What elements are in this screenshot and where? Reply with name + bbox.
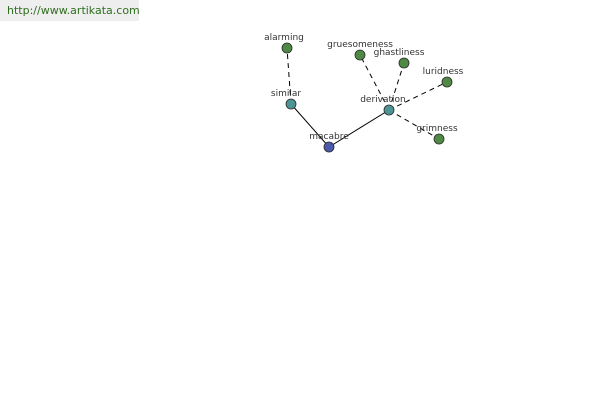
node-marker-similar[interactable] <box>285 98 297 110</box>
node-label-luridness[interactable]: luridness <box>423 67 464 77</box>
node-ghastliness[interactable]: ghastliness <box>374 48 425 69</box>
node-similar[interactable]: similar <box>271 89 301 110</box>
node-marker-grimness[interactable] <box>433 133 445 145</box>
node-marker-gruesomeness[interactable] <box>354 49 366 61</box>
node-derivation[interactable]: derivation <box>360 95 406 116</box>
edge-similar-alarming <box>286 47 292 105</box>
node-label-similar[interactable]: similar <box>271 89 301 99</box>
node-alarming[interactable]: alarming <box>264 33 304 54</box>
node-marker-ghastliness[interactable] <box>398 57 410 69</box>
node-label-macabre[interactable]: macabre <box>309 132 349 142</box>
node-label-alarming[interactable]: alarming <box>264 33 304 43</box>
node-label-grimness[interactable]: grimness <box>416 124 458 134</box>
url-banner: http://www.artikata.com <box>0 0 140 21</box>
node-marker-derivation[interactable] <box>383 104 395 116</box>
node-marker-luridness[interactable] <box>441 76 453 88</box>
node-label-gruesomeness[interactable]: gruesomeness <box>327 40 393 50</box>
graph-edges <box>286 47 448 148</box>
node-marker-alarming[interactable] <box>281 42 293 54</box>
site-url-link[interactable]: http://www.artikata.com <box>7 4 140 17</box>
edge-derivation-luridness <box>388 81 448 111</box>
node-label-derivation[interactable]: derivation <box>360 95 406 105</box>
node-grimness[interactable]: grimness <box>416 124 458 145</box>
graph-nodes: macabre similar derivation alarming gruesome… <box>264 33 464 153</box>
node-gruesomeness[interactable]: gruesomeness <box>327 40 393 61</box>
node-macabre[interactable]: macabre <box>309 132 349 153</box>
node-marker-macabre[interactable] <box>323 141 335 153</box>
edge-macabre-derivation <box>328 109 390 148</box>
edge-derivation-grimness <box>388 109 440 140</box>
edge-macabre-similar <box>290 103 330 148</box>
node-label-ghastliness[interactable]: ghastliness <box>374 48 425 58</box>
edge-derivation-gruesomeness <box>359 54 390 111</box>
node-luridness[interactable]: luridness <box>423 67 464 88</box>
